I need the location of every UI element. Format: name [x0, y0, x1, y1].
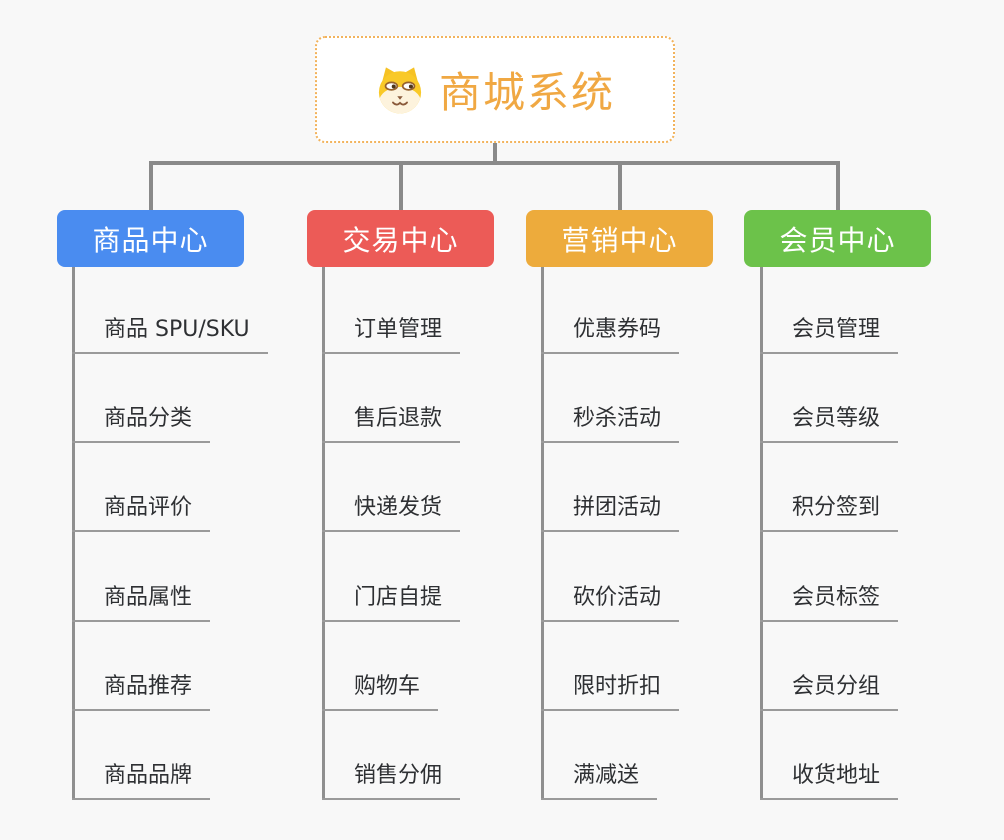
leaf-node[interactable]: 快递发货 [322, 443, 461, 533]
connector-drop [835, 161, 840, 210]
leaf-column-marketing: 优惠券码 秒杀活动 拼团活动 砍价活动 限时折扣 满减送 [541, 267, 680, 800]
leaf-column-trade: 订单管理 售后退款 快递发货 门店自提 购物车 销售分佣 [322, 267, 461, 800]
branch-label: 营销中心 [561, 223, 678, 257]
leaf-node[interactable]: 销售分佣 [322, 711, 461, 800]
leaf-node[interactable]: 满减送 [541, 711, 658, 800]
leaf-node[interactable]: 砍价活动 [541, 532, 680, 622]
leaf-node[interactable]: 会员管理 [760, 267, 899, 354]
leaf-node[interactable]: 秒杀活动 [541, 354, 680, 444]
branch-label: 商品中心 [92, 223, 209, 257]
leaf-node[interactable]: 商品分类 [72, 354, 211, 444]
leaf-node[interactable]: 积分签到 [760, 443, 899, 533]
leaf-column-member: 会员管理 会员等级 积分签到 会员标签 会员分组 收货地址 [760, 267, 899, 800]
leaf-node[interactable]: 商品品牌 [72, 711, 211, 800]
leaf-node[interactable]: 商品评价 [72, 443, 211, 533]
branch-node-member-center[interactable]: 会员中心 [744, 210, 931, 267]
leaf-node[interactable]: 门店自提 [322, 532, 461, 622]
leaf-node[interactable]: 会员标签 [760, 532, 899, 622]
leaf-node[interactable]: 商品 SPU/SKU [72, 267, 268, 354]
branch-node-trade-center[interactable]: 交易中心 [307, 210, 494, 267]
leaf-node[interactable]: 会员分组 [760, 622, 899, 711]
connector-root-stem [493, 143, 497, 163]
leaf-column-product: 商品 SPU/SKU 商品分类 商品评价 商品属性 商品推荐 商品品牌 [72, 267, 268, 800]
connector-trunk [760, 267, 763, 800]
leaf-node[interactable]: 限时折扣 [541, 622, 680, 711]
leaf-node[interactable]: 订单管理 [322, 267, 461, 354]
connector-trunk [322, 267, 325, 800]
branch-label: 会员中心 [779, 223, 896, 257]
branch-node-marketing-center[interactable]: 营销中心 [526, 210, 713, 267]
branch-node-product-center[interactable]: 商品中心 [57, 210, 244, 267]
leaf-node[interactable]: 购物车 [322, 622, 439, 711]
leaf-node[interactable]: 商品属性 [72, 532, 211, 622]
connector-trunk [72, 267, 75, 800]
connector-trunk [541, 267, 544, 800]
leaf-node[interactable]: 会员等级 [760, 354, 899, 444]
dog-face-icon [378, 66, 422, 113]
leaf-node[interactable]: 拼团活动 [541, 443, 680, 533]
leaf-node[interactable]: 收货地址 [760, 711, 899, 800]
leaf-node[interactable]: 优惠券码 [541, 267, 680, 354]
leaf-node[interactable]: 售后退款 [322, 354, 461, 444]
connector-drop [617, 161, 622, 210]
root-title: 商城系统 [438, 68, 615, 117]
root-node[interactable]: 商城系统 [315, 36, 675, 143]
connector-bus [148, 161, 840, 165]
connector-drop [398, 161, 403, 210]
leaf-node[interactable]: 商品推荐 [72, 622, 211, 711]
connector-drop [148, 161, 153, 210]
branch-label: 交易中心 [342, 223, 459, 257]
